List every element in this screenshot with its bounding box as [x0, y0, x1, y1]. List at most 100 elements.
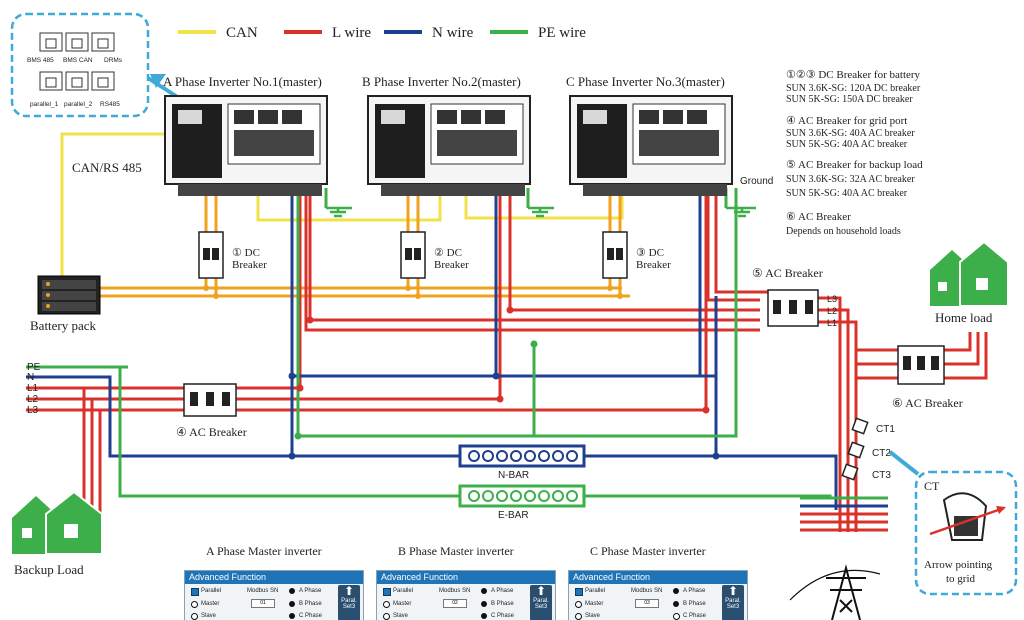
- note-1-line-1: SUN 3.6K-SG: 120A DC breaker: [786, 83, 921, 94]
- callout-arrowhead: [150, 74, 166, 88]
- note-3-line-2: SUN 5K-SG: 40A AC breaker: [786, 188, 908, 199]
- inverter-a: [164, 95, 328, 196]
- legend-n-wire-label: N wire: [432, 25, 474, 41]
- port-label-bms-can: BMS CAN: [63, 57, 93, 64]
- panel-a-phase-c-radio[interactable]: [289, 613, 295, 619]
- ac-breaker-4-label: ④ AC Breaker: [176, 425, 247, 439]
- panel-b-phase-c-label: C Phase: [491, 613, 515, 619]
- panel-b-phase-b-label: B Phase: [491, 601, 514, 607]
- panel-c-master-radio[interactable]: [575, 601, 582, 608]
- panel-b-header: Advanced Function: [377, 571, 555, 584]
- e-bar: [458, 484, 586, 508]
- panel-c-modbus-label: Modbus SN: [631, 588, 663, 594]
- ac-breaker-5-l2: L2: [827, 306, 837, 316]
- inverter-b-title: B Phase Inverter No.2(master): [362, 74, 521, 89]
- ac-breaker-5-l1: L1: [827, 318, 837, 328]
- panel-a-parallel-label: Parallel: [201, 588, 222, 594]
- port-label-rs485: RS485: [100, 101, 120, 108]
- panel-c-slave-label: Slave: [585, 613, 601, 619]
- dc-breaker-2-num: ② DC: [434, 247, 462, 259]
- note-3-line-1: SUN 3.6K-SG: 32A AC breaker: [786, 174, 915, 185]
- panel-a-phase-b-radio[interactable]: [289, 601, 295, 607]
- legend-pe-wire-label: PE wire: [538, 25, 586, 41]
- inverter-c-title: C Phase Inverter No.3(master): [566, 74, 725, 89]
- note-2-line-1: SUN 3.6K-SG: 40A AC breaker: [786, 128, 915, 139]
- dc-breaker-1-num: ① DC: [232, 247, 260, 259]
- dc-breaker-2-label: Breaker: [434, 259, 469, 271]
- panel-c-up-arrow-icon: ⬆: [727, 584, 739, 598]
- panel-c-modbus-sn-field[interactable]: 03: [635, 599, 659, 608]
- ground-symbols: [326, 206, 756, 218]
- breaker-notes: ①②③ DC Breaker for battery SUN 3.6K-SG: …: [786, 69, 923, 237]
- battery-pack: [37, 275, 101, 315]
- grid-line-labels: PE N L1 L2 L3: [27, 362, 41, 416]
- ct-arrowhead-icon: [996, 506, 1006, 514]
- panel-b-parallel-checkbox[interactable]: [383, 588, 391, 596]
- panel-a-phase-a-radio[interactable]: [289, 588, 295, 594]
- panel-b-phase-c-radio[interactable]: [481, 613, 487, 619]
- n-bar: [458, 444, 586, 468]
- dc-breaker-3: [602, 231, 628, 279]
- panel-c-parallel-set-button[interactable]: ⬆Paral. Set3: [722, 585, 744, 620]
- panel-c-phase-a-label: A Phase: [683, 588, 706, 594]
- port-label-parallel-1: parallel_1: [30, 101, 59, 108]
- ac-breaker-5-l3: L3: [827, 294, 837, 304]
- inverter-b: [367, 95, 531, 196]
- panel-b-master-radio[interactable]: [383, 601, 390, 608]
- panel-b-phase-a-radio[interactable]: [481, 588, 487, 594]
- panel-b-modbus-sn-field[interactable]: 02: [443, 599, 467, 608]
- port-label-bms485: BMS 485: [27, 57, 54, 64]
- panel-c-parallel-checkbox[interactable]: [575, 588, 583, 596]
- panel-c-phase-a-radio[interactable]: [673, 588, 679, 594]
- panel-a-set-label: Paral. Set3: [341, 598, 357, 610]
- line-label-l1: L1: [27, 383, 39, 394]
- port-label-parallel-2: parallel_2: [64, 101, 93, 108]
- panel-c-phase-c-label: C Phase: [683, 613, 707, 619]
- panel-a-parallel-set-button[interactable]: ⬆Paral. Set3: [338, 585, 360, 620]
- panel-b-parallel-label: Parallel: [393, 588, 414, 594]
- rj45-ports-bottom: [39, 71, 115, 91]
- panel-b-phase-a-label: A Phase: [491, 588, 514, 594]
- note-1-line-2: SUN 5K-SG: 150A DC breaker: [786, 94, 913, 105]
- panel-c-phase-c-radio[interactable]: [673, 613, 680, 620]
- ct-callout-title: CT: [924, 479, 940, 493]
- panel-c-slave-radio[interactable]: [575, 613, 582, 620]
- panel-b-advanced-function: Advanced Function Parallel Master Slave …: [376, 570, 556, 620]
- panel-a-phase-a-label: A Phase: [299, 588, 322, 594]
- port-label-drms: DRMs: [104, 57, 123, 64]
- line-label-pe: PE: [27, 362, 41, 373]
- n-bar-label: N-BAR: [498, 470, 529, 481]
- panel-a-modbus-sn-field[interactable]: 01: [251, 599, 275, 608]
- panel-c-phase-b-label: B Phase: [683, 601, 706, 607]
- junction-dots: [203, 285, 720, 460]
- dc-breaker-1: [198, 231, 224, 279]
- panel-c-phase-b-radio[interactable]: [673, 601, 679, 607]
- inverter-c: [569, 95, 733, 196]
- current-transformers: [841, 417, 869, 481]
- panel-b-parallel-set-button[interactable]: ⬆Paral. Set3: [530, 585, 552, 620]
- panel-a-slave-label: Slave: [201, 613, 217, 619]
- panel-a-parallel-checkbox[interactable]: [191, 588, 199, 596]
- panel-b-slave-radio[interactable]: [383, 613, 390, 620]
- can-bus-wires: [60, 132, 624, 276]
- panel-c-master-label: Master: [585, 601, 604, 607]
- home-load-label: Home load: [935, 310, 993, 325]
- legend-can-label: CAN: [226, 25, 258, 41]
- ct3-label: CT3: [872, 470, 891, 481]
- note-3-heading: ⑤ AC Breaker for backup load: [786, 159, 923, 171]
- panel-a-master-radio[interactable]: [191, 601, 198, 608]
- ct-callout: [914, 470, 1018, 596]
- ac-breaker-5: [767, 289, 819, 327]
- ac-breaker-6: [897, 345, 945, 385]
- panel-a-slave-radio[interactable]: [191, 613, 198, 620]
- panel-a-master-label: Master: [201, 601, 220, 607]
- grid-tower-icon: [789, 564, 881, 620]
- note-2-heading: ④ AC Breaker for grid port: [786, 115, 907, 127]
- panel-b-master-label: Master: [393, 601, 412, 607]
- panel-b-phase-b-radio[interactable]: [481, 601, 487, 607]
- panel-b-caption: B Phase Master inverter: [398, 544, 514, 558]
- legend-l-wire-label: L wire: [332, 25, 371, 41]
- legend: CAN L wire N wire PE wire: [178, 25, 586, 41]
- battery-pack-label: Battery pack: [30, 318, 97, 333]
